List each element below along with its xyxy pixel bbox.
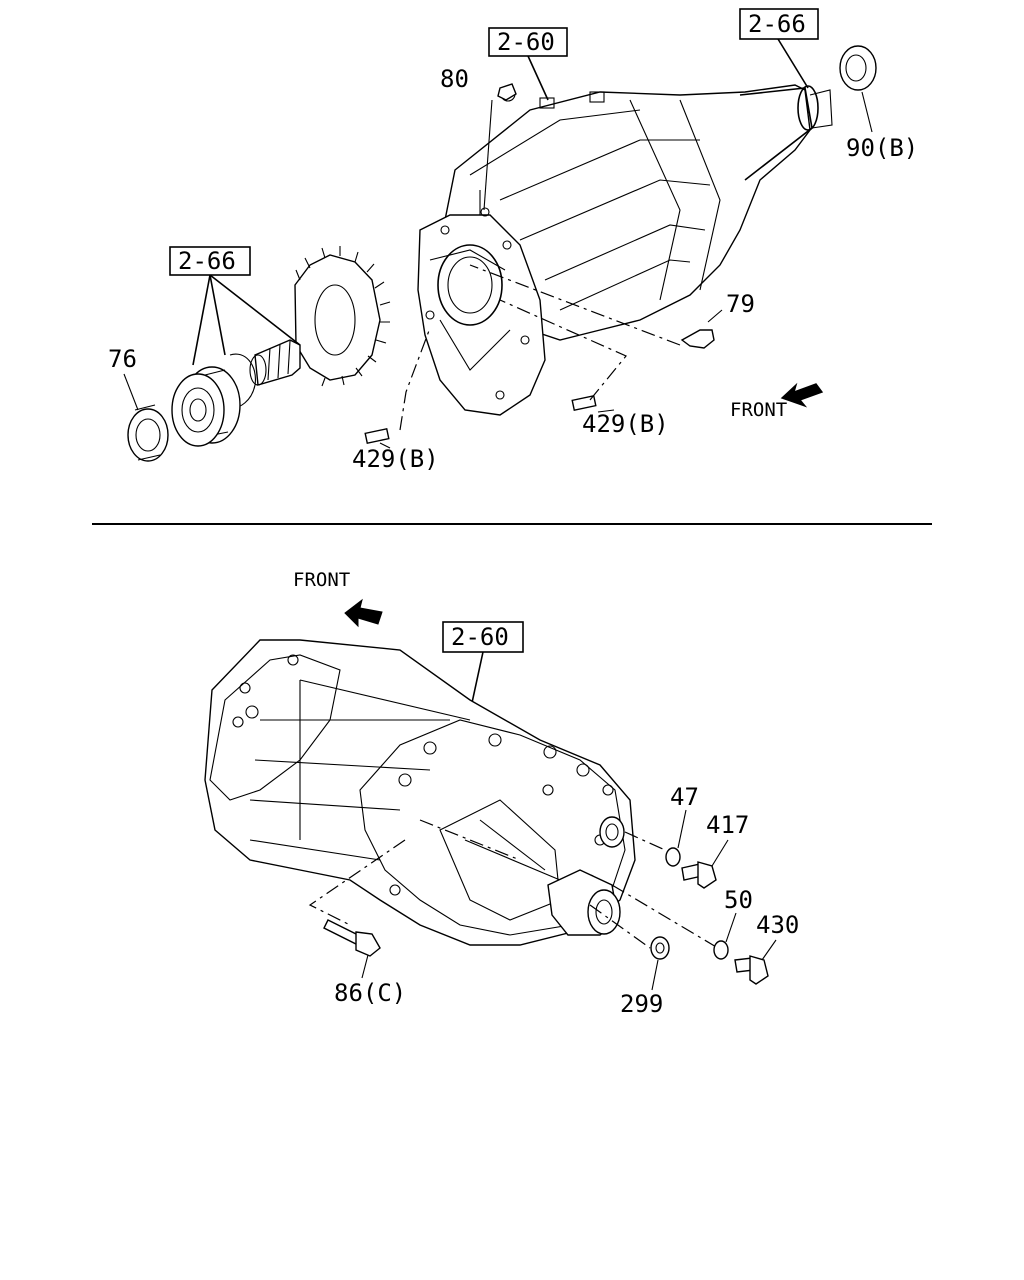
nut-80-icon xyxy=(497,83,517,101)
part-90b-label: 90(B) xyxy=(846,134,918,162)
part-430-label: 430 xyxy=(756,911,799,939)
top-transfer-case-assembly: 2-60 2-66 80 90(B) 79 429(B) 429(B) xyxy=(108,8,918,473)
bottom-transfer-case-assembly: FRONT 2-60 xyxy=(204,569,799,1018)
part-429b-right-label: 429(B) xyxy=(582,410,669,438)
seal-76-icon xyxy=(127,408,169,462)
bolt-417-icon xyxy=(681,861,717,889)
part-50-label: 50 xyxy=(724,886,753,914)
seal-90b-icon xyxy=(839,45,877,91)
oring-50-icon xyxy=(713,940,729,960)
ref-2-66-left: 2-66 xyxy=(178,247,236,275)
ref-2-60-top: 2-60 xyxy=(497,28,555,56)
part-76-label: 76 xyxy=(108,345,137,373)
bolt-79-icon xyxy=(680,329,715,349)
dowel-pin-429b-left-icon xyxy=(364,427,390,445)
bolt-430-icon xyxy=(734,955,769,985)
front-label-bottom: FRONT xyxy=(293,569,350,591)
part-86c-label: 86(C) xyxy=(334,979,406,1007)
part-80-label: 80 xyxy=(440,65,469,93)
bearing-icon xyxy=(171,366,241,447)
part-79-label: 79 xyxy=(726,290,755,318)
oring-47-icon xyxy=(665,847,681,867)
ref-2-60-bottom: 2-60 xyxy=(451,623,509,651)
gear-shaft-icon xyxy=(249,246,391,387)
part-429b-left-label: 429(B) xyxy=(352,445,439,473)
part-299-label: 299 xyxy=(620,990,663,1018)
seal-299-icon xyxy=(650,936,670,960)
bolt-86c-icon xyxy=(323,919,381,957)
part-417-label: 417 xyxy=(706,811,749,839)
ref-2-66-top: 2-66 xyxy=(748,10,806,38)
part-47-label: 47 xyxy=(670,783,699,811)
front-label-top: FRONT xyxy=(730,399,787,421)
front-arrow-top-icon xyxy=(780,382,824,408)
front-arrow-bottom-icon xyxy=(344,598,383,628)
